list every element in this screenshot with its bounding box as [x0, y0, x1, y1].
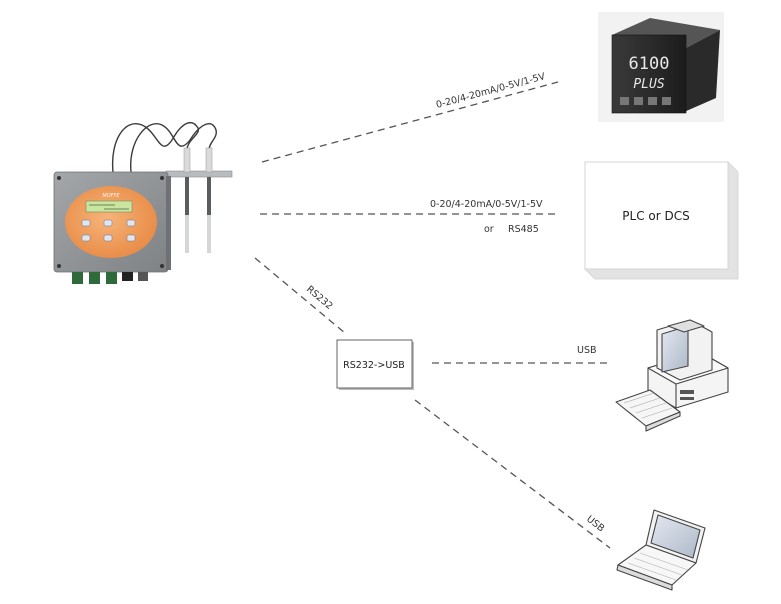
keyboard-keys — [623, 392, 673, 419]
drive-slot — [680, 390, 694, 394]
dashed-line — [414, 399, 611, 549]
link-controller-plc: 0-20/4-20mA/0-5V/1-5V or RS485 — [260, 199, 555, 235]
controller-device: MOFFE — [53, 121, 233, 284]
controller-side — [684, 30, 720, 112]
monitor-top — [667, 319, 705, 333]
link-label: USB — [577, 345, 597, 356]
link-label: 0-20/4-20mA/0-5V/1-5V — [430, 199, 543, 210]
converter-box: RS232->USB — [336, 339, 414, 390]
gland — [122, 272, 133, 281]
gland — [72, 272, 83, 284]
screw — [57, 176, 61, 180]
plc-label: PLC or DCS — [622, 209, 689, 223]
laptop-keys — [627, 552, 689, 581]
monitor-screen — [661, 325, 689, 373]
controller-top — [612, 18, 720, 48]
laptop — [616, 509, 706, 591]
display-top: 6100 — [629, 54, 670, 74]
front-button[interactable] — [662, 97, 671, 105]
probe-tip — [207, 215, 211, 253]
link-sublabel-prefix: or — [484, 224, 494, 235]
controller-keypad — [81, 219, 136, 242]
probe-head — [205, 147, 213, 173]
controller-side — [166, 176, 171, 270]
gland — [106, 272, 117, 284]
keyboard-edge — [645, 411, 681, 432]
gland — [89, 272, 100, 284]
link-label: 0-20/4-20mA/0-5V/1-5V — [435, 71, 547, 111]
link-controller-panel: 0-20/4-20mA/0-5V/1-5V — [261, 71, 559, 163]
gland — [138, 272, 148, 281]
probe-cables — [111, 121, 217, 173]
box-face — [336, 339, 413, 389]
cable — [111, 121, 200, 173]
link-converter-laptop: USB — [414, 399, 611, 549]
probe-tip — [185, 215, 189, 253]
laptop-front-edge — [616, 564, 673, 591]
screw — [160, 264, 164, 268]
desktop-pc — [615, 319, 729, 432]
link-converter-desktop: USB — [432, 345, 612, 364]
drive-slot — [680, 397, 694, 400]
converter-label: RS232->USB — [343, 360, 405, 371]
panel-controller: 6100 PLUS — [598, 12, 724, 122]
probes — [165, 147, 233, 253]
dashed-line — [261, 81, 559, 163]
lcd-display — [85, 200, 133, 213]
link-label: RS232 — [304, 284, 335, 312]
cable — [130, 122, 217, 173]
screw — [57, 264, 61, 268]
dashed-line — [254, 257, 346, 334]
front-button[interactable] — [634, 97, 643, 105]
keypad-button[interactable] — [126, 234, 136, 242]
cable-glands — [72, 272, 148, 284]
keypad-button[interactable] — [103, 219, 113, 227]
laptop-screen — [650, 514, 701, 559]
screw — [160, 176, 164, 180]
keypad-button[interactable] — [81, 219, 91, 227]
keypad-button[interactable] — [126, 219, 136, 227]
brand-logo: MOFFE — [102, 193, 120, 199]
probe-head — [183, 147, 191, 173]
display-bottom: PLUS — [633, 77, 664, 92]
link-sublabel: RS485 — [508, 224, 539, 235]
box-face — [584, 161, 729, 270]
mounting-flange — [165, 170, 233, 178]
link-controller-converter: RS232 — [254, 257, 346, 334]
front-button[interactable] — [620, 97, 629, 105]
plc-box: PLC or DCS — [584, 161, 739, 280]
keypad-button[interactable] — [103, 234, 113, 242]
front-button[interactable] — [648, 97, 657, 105]
keypad-button[interactable] — [81, 234, 91, 242]
